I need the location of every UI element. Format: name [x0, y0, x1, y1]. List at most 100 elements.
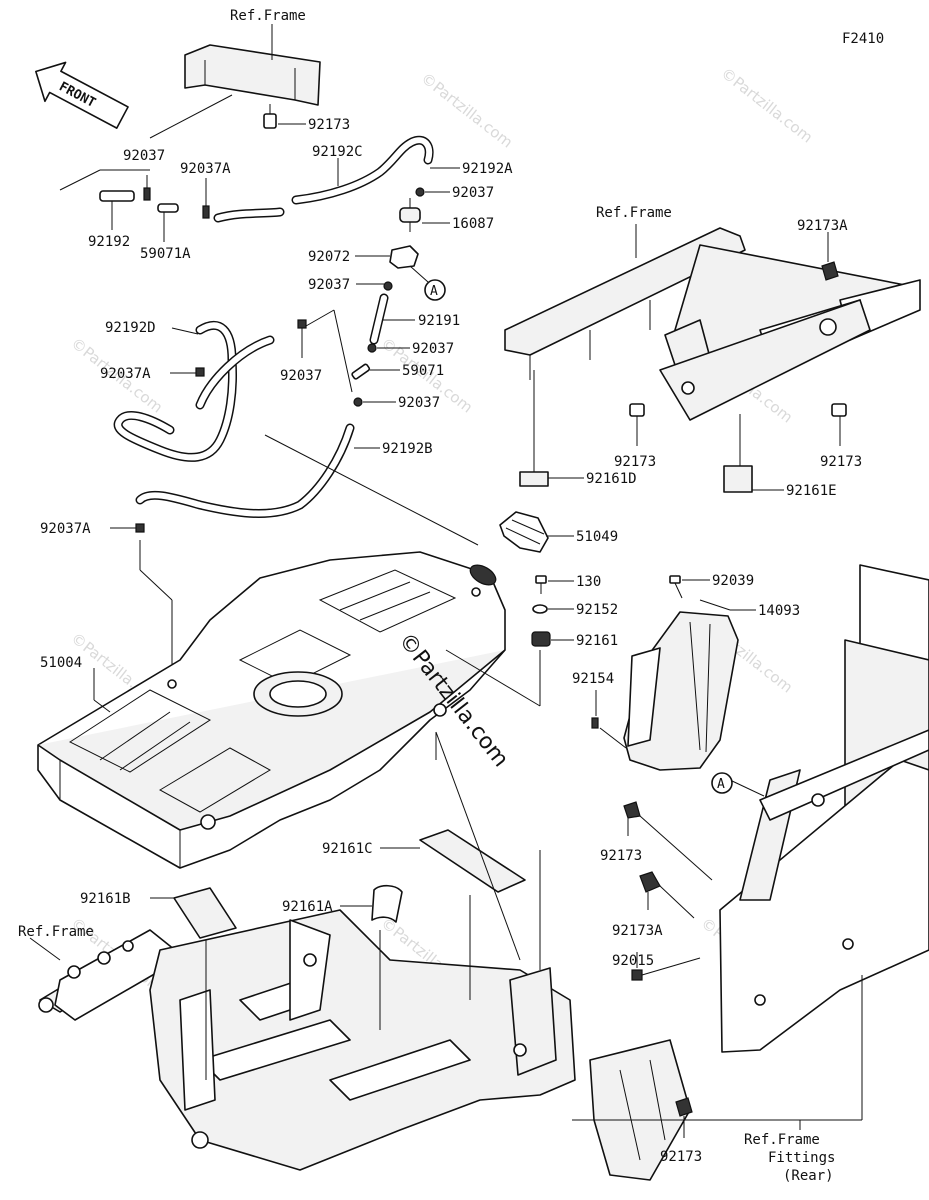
front-arrow: FRONT [35, 61, 129, 129]
hose-92192B[interactable] [135, 423, 355, 518]
leader-line [699, 599, 731, 611]
label-92192A: 92192A [462, 161, 513, 177]
pipe-92191[interactable] [369, 293, 389, 345]
holder-92072[interactable] [389, 245, 419, 269]
cap-51049[interactable] [499, 511, 549, 553]
screw-92154[interactable] [591, 717, 599, 729]
front-arrow-icon [35, 61, 129, 129]
label-92037: 92037 [280, 368, 322, 384]
label-92192D: 92192D [105, 320, 156, 336]
hose-92192D[interactable] [113, 320, 275, 462]
leader-line [409, 265, 429, 283]
label-92161E: 92161E [786, 483, 837, 499]
joint-59071[interactable] [351, 363, 371, 380]
clip-92173[interactable] [263, 104, 277, 129]
mount-92173A[interactable] [821, 261, 839, 281]
damper-92173[interactable] [831, 403, 847, 417]
label-130: 130 [576, 574, 601, 590]
label-92037: 92037 [123, 148, 165, 164]
label-92161: 92161 [576, 633, 618, 649]
clamp-92037[interactable] [383, 281, 393, 291]
leader-line [639, 815, 713, 881]
label-ref-frame-top: Ref.Frame [230, 8, 306, 24]
callout-a: A [711, 772, 733, 794]
clamp-92037[interactable] [353, 397, 363, 407]
clamp-92037[interactable] [297, 319, 307, 329]
bolt-130[interactable] [535, 575, 547, 594]
clamp-92037A[interactable] [135, 523, 145, 533]
label-92037: 92037 [308, 277, 350, 293]
leader-line [729, 779, 765, 797]
label-92192: 92192 [88, 234, 130, 250]
label-92173: 92173 [614, 454, 656, 470]
leader-line [599, 727, 627, 749]
label-92015: 92015 [612, 953, 654, 969]
label-59071: 59071 [402, 363, 444, 379]
leader-line [59, 169, 101, 191]
label-92191: 92191 [418, 313, 460, 329]
watermark: ©Partzilla.com [718, 64, 817, 147]
pad-92161D[interactable] [519, 471, 549, 487]
label-92037A: 92037A [100, 366, 151, 382]
clip-92173[interactable] [623, 801, 641, 819]
label-92173: 92173 [660, 1149, 702, 1165]
nut-92015[interactable] [631, 969, 643, 981]
leader-line [149, 94, 233, 139]
joint-92192[interactable] [99, 190, 135, 202]
label-51049: 51049 [576, 529, 618, 545]
leader-line [264, 434, 479, 546]
clamp-92037[interactable] [367, 343, 377, 353]
label-92173: 92173 [600, 848, 642, 864]
label-92037: 92037 [452, 185, 494, 201]
right-frame-section [504, 227, 921, 421]
label-92037: 92037 [398, 395, 440, 411]
label-92037: 92037 [412, 341, 454, 357]
fuel-tank-51004[interactable] [37, 551, 506, 869]
label-92152: 92152 [576, 602, 618, 618]
label-92173: 92173 [308, 117, 350, 133]
clamp-92037[interactable] [143, 187, 151, 201]
leader-line [29, 937, 61, 961]
label-92173A: 92173A [612, 923, 663, 939]
label-92161A: 92161A [282, 899, 333, 915]
svg-text:A: A [717, 777, 725, 792]
label-ref-frame-fittings: Ref.Frame [744, 1132, 820, 1148]
watermark: ©Partzilla.com [418, 69, 517, 152]
label-92173A: 92173A [797, 218, 848, 234]
filter-16087[interactable] [399, 198, 421, 232]
heat-guard-14093[interactable] [623, 611, 739, 771]
leader-line [333, 309, 353, 393]
clamp-92037A[interactable] [195, 367, 205, 377]
pad-92161B[interactable] [173, 887, 237, 939]
pad-92161A[interactable] [371, 884, 403, 923]
rear-fittings-panel [719, 564, 929, 1053]
label-16087: 16087 [452, 216, 494, 232]
pad-92161E[interactable] [723, 465, 753, 493]
damper-92173[interactable] [629, 403, 645, 417]
clip-92173[interactable] [675, 1097, 693, 1117]
clamp-92037A[interactable] [202, 205, 210, 219]
bolt-92039[interactable] [669, 575, 683, 599]
clip-92173A[interactable] [639, 871, 661, 893]
top-frame-fragment [184, 44, 321, 106]
label-92161B: 92161B [80, 891, 131, 907]
leader-line [435, 731, 521, 961]
clamp-92037[interactable] [415, 187, 425, 197]
damper-92161[interactable] [531, 631, 551, 647]
label-92173: 92173 [820, 454, 862, 470]
label-92161C: 92161C [322, 841, 373, 857]
label-92039: 92039 [712, 573, 754, 589]
diagram-code: F2410 [842, 31, 884, 47]
leader-line [641, 957, 701, 976]
leader-line [659, 885, 695, 919]
pad-92161C[interactable] [419, 829, 526, 893]
leader-line [93, 699, 111, 713]
hose-92192C[interactable] [213, 135, 434, 223]
joint-59071A[interactable] [157, 203, 179, 213]
label-92192C: 92192C [312, 144, 363, 160]
label-ref-frame-fittings: Fittings [768, 1150, 835, 1166]
main-frame [38, 895, 576, 1171]
washer-92152[interactable] [532, 604, 548, 614]
